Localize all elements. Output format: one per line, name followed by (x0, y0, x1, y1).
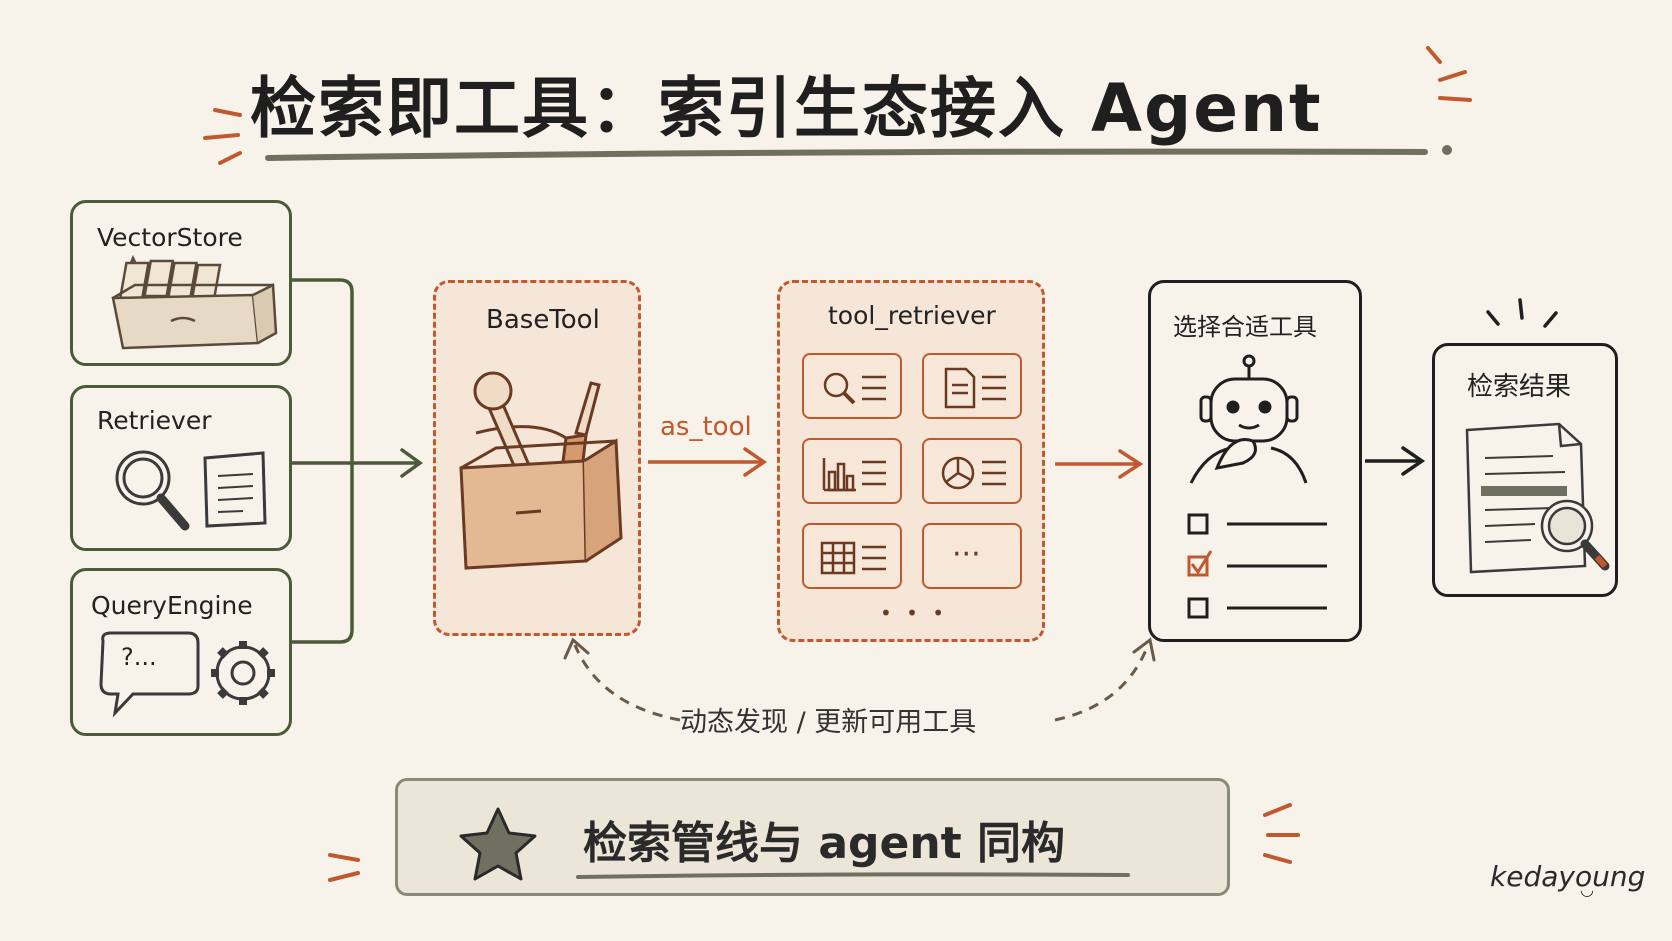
tool-card-table[interactable] (802, 523, 902, 589)
source-label: Retriever (97, 406, 212, 435)
banner-spark-right (1263, 803, 1300, 864)
basetool-label: BaseTool (486, 305, 600, 335)
banner-text: 检索管线与 agent 同构 (583, 818, 1066, 869)
source-retriever: Retriever (70, 385, 292, 551)
robot-thinking-icon (1187, 354, 1327, 619)
smile-icon: ◡ (1580, 880, 1594, 899)
tool-card-bar-chart[interactable] (802, 438, 902, 504)
result-label: 检索结果 (1467, 372, 1572, 402)
star-icon (459, 807, 1130, 881)
source-vectorstore: VectorStore (70, 200, 292, 366)
selector-label: 选择合适工具 (1173, 313, 1317, 341)
tool-retriever-label: tool_retriever (828, 301, 996, 330)
feedback-loop-left (573, 644, 681, 722)
summary-banner: 检索管线与 agent 同构 (395, 778, 1230, 896)
toolbox-icon (459, 371, 623, 570)
title-underline (265, 148, 1428, 161)
signature: kedayoung (1490, 860, 1646, 893)
source-label: QueryEngine (91, 591, 253, 620)
banner-underline (576, 872, 1130, 879)
page-title: 检索即工具：索引生态接入 Agent (250, 70, 1323, 147)
tool-card-more[interactable]: ··· (922, 523, 1022, 589)
title-dot (1442, 145, 1452, 155)
tool-card-pie-chart[interactable] (922, 438, 1022, 504)
bubble-text: ?... (121, 643, 157, 671)
selector-box: 选择合适工具 (1148, 280, 1362, 642)
speech-gear-icon (99, 631, 275, 718)
as-tool-label: as_tool (660, 412, 752, 442)
feedback-loop-right (1054, 644, 1150, 722)
table-card-icon (820, 541, 886, 575)
tool-card-document[interactable] (922, 353, 1022, 419)
source-queryengine: QueryEngine ?... (70, 568, 292, 736)
tool-card-search[interactable] (802, 353, 902, 419)
search-card-icon (823, 372, 886, 405)
pie-chart-card-icon (941, 456, 1006, 490)
feedback-loop-label: 动态发现 / 更新可用工具 (680, 707, 977, 738)
source-label: VectorStore (97, 223, 243, 252)
bar-chart-card-icon (822, 458, 886, 492)
title-spark-right (1426, 46, 1472, 102)
tool-retriever-box: tool_retriever (777, 280, 1045, 642)
magnifier-document-icon (115, 450, 267, 531)
sources-bracket (292, 278, 354, 644)
basetool-box: BaseTool (433, 280, 641, 636)
result-document-icon (1465, 422, 1610, 574)
title-spark-left (203, 108, 242, 165)
file-box-icon (111, 254, 278, 350)
result-sparks (1486, 298, 1558, 328)
banner-spark-left (328, 853, 360, 882)
document-card-icon (944, 367, 1006, 409)
more-card-icon: ··· (952, 537, 981, 572)
result-box: 检索结果 (1432, 343, 1618, 597)
more-tools-dots: • • • (880, 601, 949, 625)
